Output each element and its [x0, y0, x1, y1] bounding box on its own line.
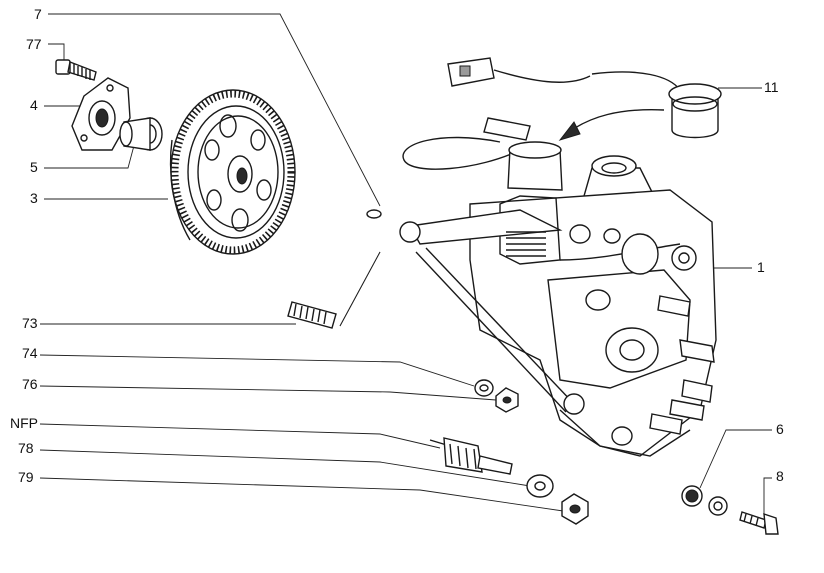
nut-79 — [561, 493, 589, 525]
callout-label-77: 77 — [26, 36, 42, 52]
install-arrow — [558, 109, 665, 141]
callout-label-4: 4 — [30, 97, 38, 113]
callout-label-11: 11 — [764, 79, 779, 95]
callout-label-6: 6 — [776, 421, 784, 437]
callout-label-8: 8 — [776, 468, 784, 484]
callout-label-5: 5 — [30, 159, 38, 175]
timing-pulley — [169, 89, 296, 255]
outlet-fittings — [649, 295, 715, 435]
leader-6 — [699, 429, 772, 489]
clip-7 — [366, 209, 382, 219]
leader-76 — [39, 385, 497, 401]
leader-nfp — [39, 423, 441, 449]
callout-label-73: 73 — [22, 315, 38, 331]
washer-78 — [526, 474, 554, 498]
injection-pump — [399, 117, 717, 457]
stud-73 — [287, 301, 337, 329]
nut-76 — [495, 387, 519, 413]
callout-label-3: 3 — [30, 190, 38, 206]
rubber-mount-nfp — [429, 437, 513, 475]
callout-label-79: 79 — [18, 469, 34, 485]
callout-label-1: 1 — [757, 259, 765, 275]
leader-74 — [39, 354, 475, 387]
flange-bolt — [55, 59, 97, 81]
sensor-11 — [668, 83, 722, 139]
washer-74 — [474, 379, 494, 397]
leader-7 — [48, 13, 381, 207]
callout-label-74: 74 — [22, 345, 38, 361]
bushing — [119, 117, 163, 151]
bolt-8 — [739, 511, 779, 535]
leader-79 — [39, 477, 571, 513]
leader-78 — [39, 449, 531, 487]
callout-label-7: 7 — [34, 6, 42, 22]
callout-label-76: 76 — [22, 376, 38, 392]
leader-lines — [39, 13, 772, 516]
leader-77 — [48, 43, 65, 60]
spacer-6 — [681, 485, 703, 507]
leader-8 — [763, 477, 772, 516]
callout-label-nfp: NFP — [10, 415, 38, 431]
washer-6 — [708, 496, 728, 516]
callout-label-78: 78 — [18, 440, 34, 456]
wire-connector — [447, 57, 681, 91]
